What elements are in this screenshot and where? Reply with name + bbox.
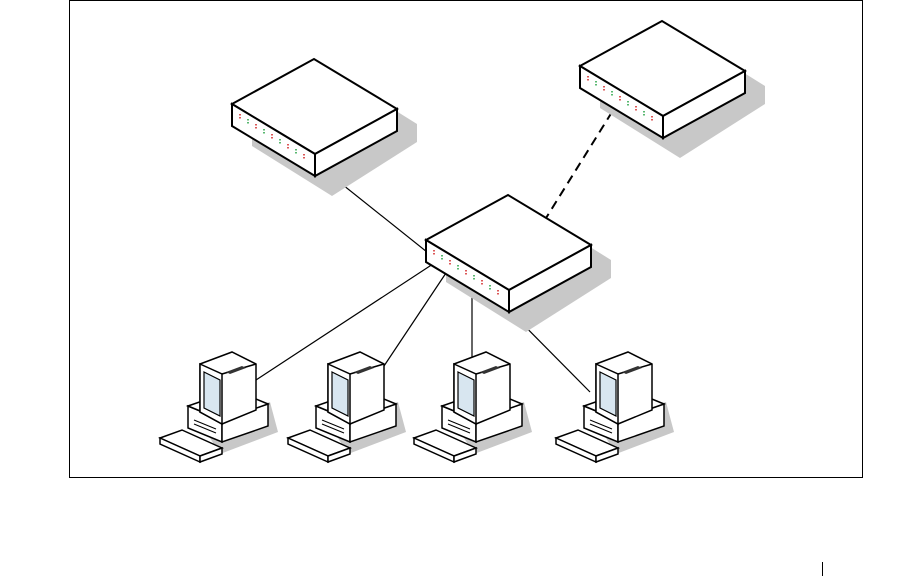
computer-3 — [414, 352, 532, 462]
computer-1 — [160, 352, 278, 462]
link-center-to-pc-2 — [380, 270, 448, 372]
switch-center — [426, 195, 611, 332]
switch-right — [580, 21, 765, 158]
switch-left — [232, 59, 417, 196]
computer-4 — [556, 352, 674, 462]
computer-2 — [288, 352, 406, 462]
